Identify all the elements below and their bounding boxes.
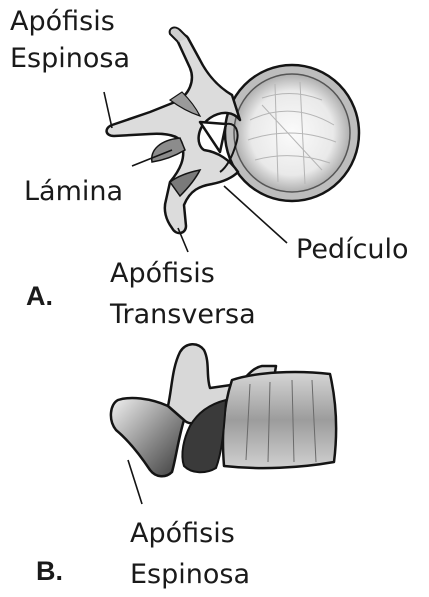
label-transverse-line1: Apófisis (110, 258, 256, 289)
vertebral-foramen (200, 122, 226, 152)
label-spinous-b-line2: Espinosa (130, 559, 250, 590)
panel-letter-b: B. (36, 556, 63, 587)
leader-spinous-a (104, 92, 112, 128)
label-pedicle: Pedículo (296, 234, 409, 265)
label-lamina: Lámina (24, 176, 123, 207)
vertebra-superior-view (107, 27, 359, 233)
label-spinous-process-a: Apófisis Espinosa (10, 6, 130, 74)
label-spinous-b-line1: Apófisis (130, 518, 250, 549)
leader-spinous-b (128, 460, 142, 504)
label-spinous-a-line2: Espinosa (10, 43, 130, 74)
label-transverse-line2: Transversa (110, 299, 256, 330)
panel-letter-a: A. (26, 281, 53, 312)
label-spinous-a-line1: Apófisis (10, 6, 130, 37)
label-spinous-process-b: Apófisis Espinosa (130, 518, 250, 590)
label-transverse-process: Apófisis Transversa (110, 258, 256, 330)
vertebra-lateral-view (111, 344, 336, 476)
vertebral-body-lateral (223, 372, 336, 468)
